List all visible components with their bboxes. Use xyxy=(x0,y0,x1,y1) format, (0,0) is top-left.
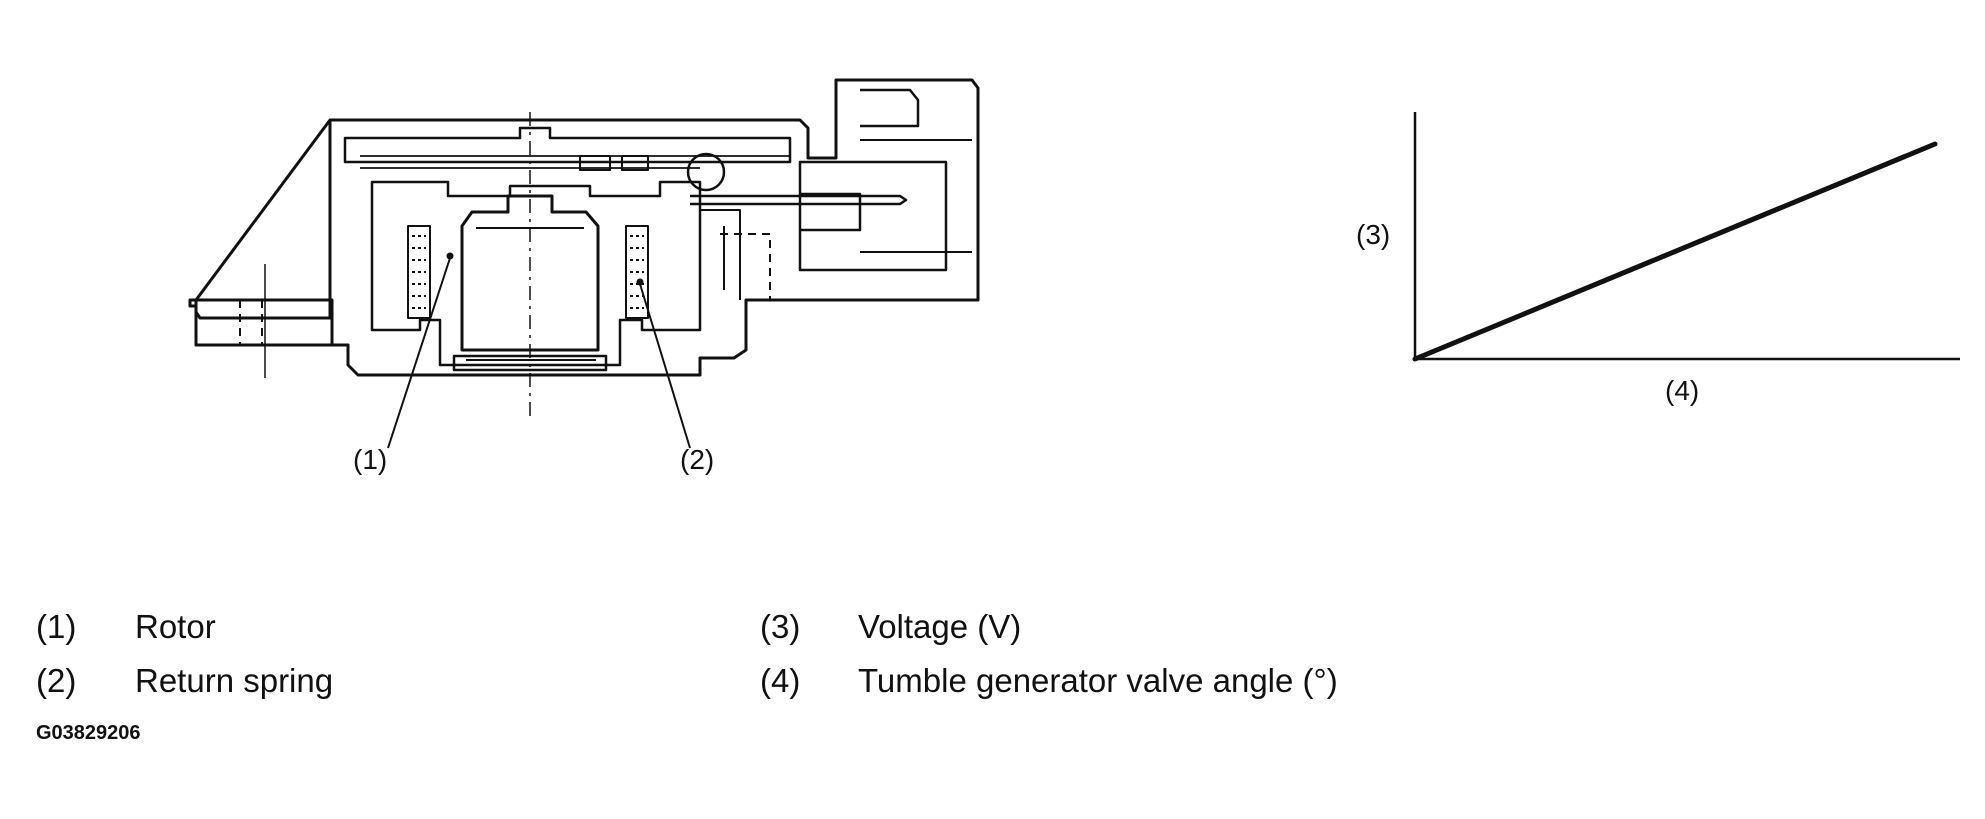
connector-latch xyxy=(860,88,920,128)
right-chamber xyxy=(700,209,741,300)
lock-ring xyxy=(686,152,726,192)
terminal-pins xyxy=(579,155,649,171)
return-spring-left xyxy=(407,225,431,319)
legend-label: Tumble generator valve angle (°) xyxy=(858,662,1338,699)
legend-label: Return spring xyxy=(135,662,334,699)
graph-y-label: (3) xyxy=(1356,219,1391,250)
top-cover xyxy=(343,126,792,164)
leader-dot-rotor xyxy=(446,252,454,260)
legend-label: Voltage (V) xyxy=(858,608,1022,645)
top-cover-inner xyxy=(360,155,790,169)
inner-cavity xyxy=(370,180,702,367)
legend-number: (2) xyxy=(36,662,77,699)
leader-dot-spring xyxy=(636,278,644,286)
flange-dashes xyxy=(239,300,263,345)
legend-number: (1) xyxy=(36,608,77,645)
leader-line-rotor xyxy=(387,257,451,449)
callout-rotor: (1) xyxy=(353,444,388,475)
dashed-pocket xyxy=(720,233,771,300)
graph-x-label: (4) xyxy=(1665,375,1700,406)
mounting-flange-body xyxy=(194,298,334,347)
figure-id: G03829206 xyxy=(36,722,141,744)
rotor-base xyxy=(452,354,608,372)
legend-label: Rotor xyxy=(135,608,216,645)
terminal-lead xyxy=(690,194,908,206)
callout-return-spring: (2) xyxy=(680,444,715,475)
return-spring-right xyxy=(625,225,649,319)
legend-number: (4) xyxy=(760,662,801,699)
legend-number: (3) xyxy=(760,608,801,645)
rotor xyxy=(460,194,600,352)
connector-rib xyxy=(860,139,972,253)
housing-outline xyxy=(188,78,980,377)
leader-line-spring xyxy=(639,283,691,449)
voltage-line xyxy=(1412,141,1938,362)
connector-body xyxy=(798,160,948,272)
